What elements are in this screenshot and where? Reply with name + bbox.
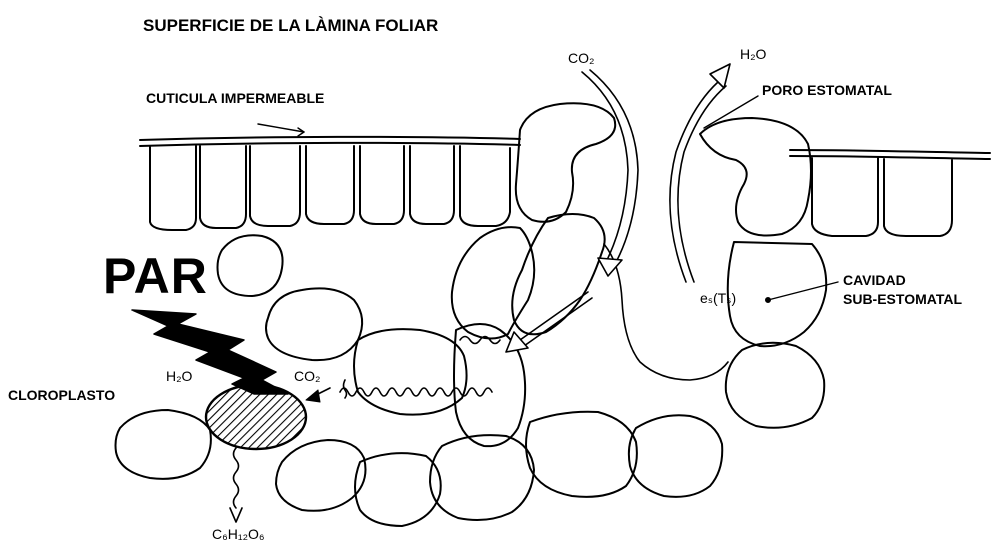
substomatal-cavity-label-line2: SUB-ESTOMATAL [843,291,962,307]
h2o-cell-label: H₂O [166,368,192,384]
glucose-export-arrow [234,448,239,508]
stomatal-pore-label: PORO ESTOMATAL [762,82,892,98]
substomatal-cavity-label-line1: CAVIDAD [843,272,906,288]
par-label: PAR [103,248,208,306]
substomatal-cavity-outline [604,244,728,380]
glucose-label: C₆H₁₂O₆ [212,526,265,542]
cavity-leader-line [768,282,838,300]
co2-entry-label: CO₂ [568,50,594,66]
cuticle-leader-line [258,124,304,132]
co2-entry-arrow [582,70,638,276]
cuticle-layer [140,137,990,159]
chloroplast-label: CLOROPLASTO [8,387,115,403]
co2-cell-label: CO₂ [294,368,320,384]
h2o-exit-arrow [670,64,730,282]
h2o-exit-label: H₂O [740,46,766,62]
cuticle-label: CUTICULA IMPERMEABLE [146,90,324,106]
guard-cell-left [516,103,615,222]
vapor-pressure-label: eₛ(Tₛ) [700,290,736,306]
co2-diffusion-wave [340,388,492,396]
par-lightning-icon [132,310,288,394]
guard-cell-right [700,118,811,236]
diagram-title: SUPERFICIE DE LA LÀMINA FOLIAR [143,16,438,36]
epidermis-cells [150,146,952,236]
